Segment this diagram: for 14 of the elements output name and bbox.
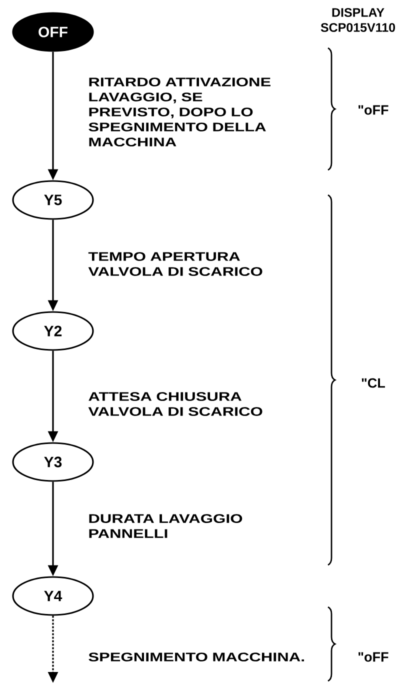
edge-label: SPEGNIMENTO MACCHINA. <box>88 652 304 662</box>
display-code: "oFF <box>358 105 388 115</box>
state-oval: Y5 <box>12 180 94 220</box>
display-heading: DISPLAY SCP015V110 <box>320 8 396 32</box>
edge-label: ATTESA CHIUSURA VALVOLA DI SCARICO <box>88 392 262 416</box>
edge-label: DURATA LAVAGGIO PANNELLI <box>89 514 242 538</box>
state-oval: OFF <box>12 12 94 52</box>
state-oval: Y3 <box>12 442 94 482</box>
display-code: "oFF <box>358 652 388 662</box>
state-oval: Y2 <box>12 311 94 351</box>
display-code: "CL <box>362 378 385 388</box>
state-oval: Y4 <box>12 576 94 616</box>
edge-label: TEMPO APERTURA VALVOLA DI SCARICO <box>88 252 262 276</box>
edge-label: RITARDO ATTIVAZIONE LAVAGGIO, SE PREVISTO, DOPO LO SPEGNIMENTO DELLA MACCHINA <box>88 78 270 146</box>
